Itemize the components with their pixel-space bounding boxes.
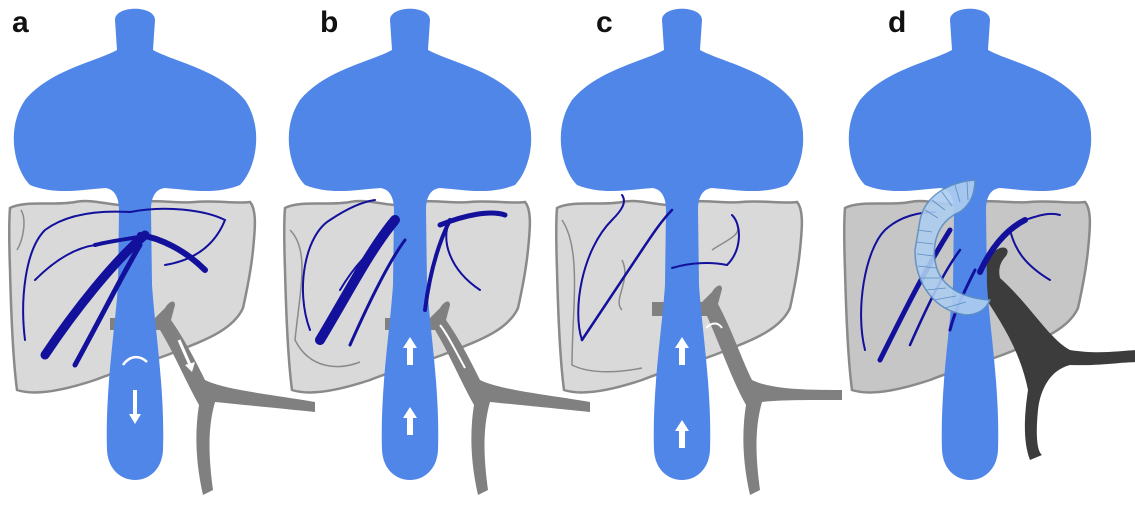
- panel-b: b: [284, 6, 590, 495]
- panel-label-d: d: [888, 6, 906, 39]
- panel-label-b: b: [320, 6, 338, 39]
- panel-label-c: c: [596, 6, 613, 39]
- panel-d: d: [844, 6, 1135, 480]
- panel-label-a: a: [12, 6, 29, 39]
- panel-c: c: [556, 6, 842, 495]
- panel-a: a: [9, 6, 315, 495]
